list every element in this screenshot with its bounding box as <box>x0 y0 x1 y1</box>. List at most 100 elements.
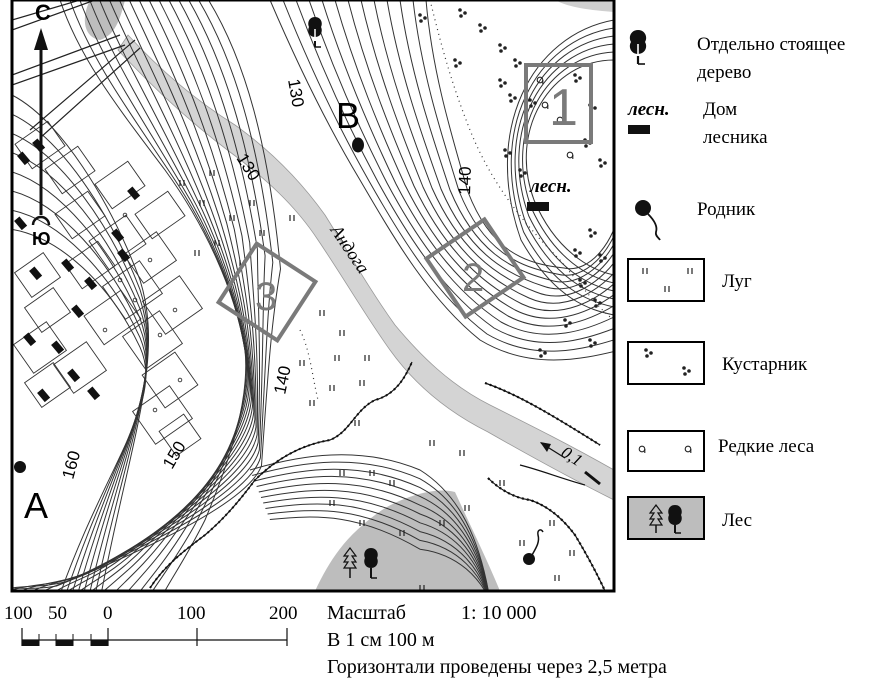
forester-house-label: лесн. <box>529 176 572 197</box>
scale-tick-label: 0 <box>103 603 113 624</box>
contour-line <box>12 0 282 589</box>
escarpment-line-3 <box>487 477 606 591</box>
land-parcel <box>54 190 106 240</box>
contour-line <box>258 482 489 591</box>
garden-marker <box>157 332 163 338</box>
garden-marker <box>122 212 128 218</box>
contour-line <box>386 0 614 290</box>
contour-line <box>267 510 487 591</box>
land-parcel <box>23 287 72 333</box>
land-parcel <box>131 385 194 445</box>
contour-line <box>525 59 614 276</box>
contour-line <box>373 0 614 297</box>
forester-house-marker <box>527 202 549 211</box>
roads-northwest <box>12 0 141 139</box>
land-parcel <box>134 190 186 240</box>
land-parcel <box>122 231 178 284</box>
house-marker <box>117 248 131 263</box>
contour-line <box>282 0 614 352</box>
garden-marker <box>102 327 108 333</box>
plot-2-number: 2 <box>462 256 484 300</box>
garden-marker <box>152 407 158 413</box>
contour-line <box>514 35 614 300</box>
forest-patch-northeast <box>555 0 614 12</box>
legend-icon-forest <box>627 496 705 540</box>
legend-icon-single-tree <box>629 30 647 65</box>
contour-line <box>321 0 614 327</box>
legend-label-forest: Лес <box>722 510 752 531</box>
legend-label-tree-line1: Отдельно стоящее <box>697 34 845 55</box>
dotted-trail-meadow <box>299 329 319 401</box>
map-area: С Ю A B Андога 130 130 140 140 150 160 л… <box>10 0 616 593</box>
legend-label-sparse-forest: Редкие леса <box>718 436 815 457</box>
scale-description: Масштаб 1: 10 000 В 1 см 100 м Горизонта… <box>327 602 667 678</box>
contour-line <box>12 132 149 591</box>
land-parcel <box>158 413 202 457</box>
point-a-label: A <box>24 485 48 526</box>
single-tree-marker <box>308 17 322 48</box>
contour-line <box>347 0 614 312</box>
contour-line <box>522 51 614 284</box>
scale-tick-label: 100 <box>177 603 206 624</box>
forest-area <box>315 490 500 591</box>
contour-line <box>260 489 488 591</box>
contour-line <box>269 0 614 361</box>
village-settlement <box>12 120 204 457</box>
contour-line <box>99 0 250 591</box>
legend-label-meadow: Луг <box>722 271 752 292</box>
garden-marker <box>172 307 178 313</box>
contour-line <box>507 19 614 316</box>
contour-interval-text: Горизонтали проведены через 2,5 метра <box>327 656 667 678</box>
contour-line <box>263 496 488 591</box>
garden-marker <box>132 297 138 303</box>
land-parcel <box>44 145 96 195</box>
contour-line <box>12 152 148 591</box>
scale-tick-label: 200 <box>269 603 298 624</box>
legend-label-tree-line2: дерево <box>697 62 751 83</box>
point-b-marker <box>352 137 364 153</box>
land-parcel <box>64 240 116 290</box>
garden-marker <box>147 257 153 263</box>
house-marker <box>127 186 141 201</box>
legend-label-forester-line2: лесника <box>703 127 768 148</box>
compass-north-label: С <box>35 0 51 25</box>
contour-line <box>12 0 274 589</box>
forest-patch-northwest <box>84 0 125 40</box>
compass-arrow <box>31 28 51 226</box>
contour-line <box>12 94 149 591</box>
scale-label: Масштаб <box>327 602 406 624</box>
land-parcel <box>52 341 108 394</box>
contour-line <box>256 475 489 591</box>
contour-line <box>265 503 488 591</box>
contour-line <box>295 0 614 344</box>
house-marker <box>87 386 101 401</box>
plot-3-number: 3 <box>255 275 277 319</box>
river-flow-arrow <box>540 442 601 486</box>
house-marker <box>61 258 75 273</box>
scale-unit-text: В 1 см 100 м <box>327 629 435 651</box>
contour-line <box>254 468 489 591</box>
contour-line <box>103 0 252 591</box>
contour-line <box>249 454 489 591</box>
legend-label-spring: Родник <box>697 199 756 220</box>
house-marker <box>37 388 51 403</box>
study-plots <box>215 63 593 344</box>
contour-line <box>12 209 147 591</box>
legend-icon-spring <box>635 200 661 241</box>
spring-marker <box>523 529 544 565</box>
scale-bar: 100 50 0 100 200 <box>4 603 298 646</box>
contour-line <box>90 0 253 591</box>
legend: Отдельно стоящее дерево лесн. Дом лесник… <box>627 30 845 540</box>
land-parcel <box>83 289 142 346</box>
scale-tick-label: 50 <box>48 603 67 624</box>
compass-south-label: Ю <box>32 229 51 249</box>
scale-ratio: 1: 10 000 <box>461 602 537 624</box>
point-a-marker <box>14 461 26 473</box>
land-parcel <box>13 252 62 298</box>
contour-line <box>12 228 147 591</box>
contour-label: 130 <box>284 77 308 108</box>
land-parcel <box>121 310 184 370</box>
contour-line <box>12 190 147 591</box>
contour-line <box>308 0 614 335</box>
plot-2-outline <box>423 216 527 320</box>
